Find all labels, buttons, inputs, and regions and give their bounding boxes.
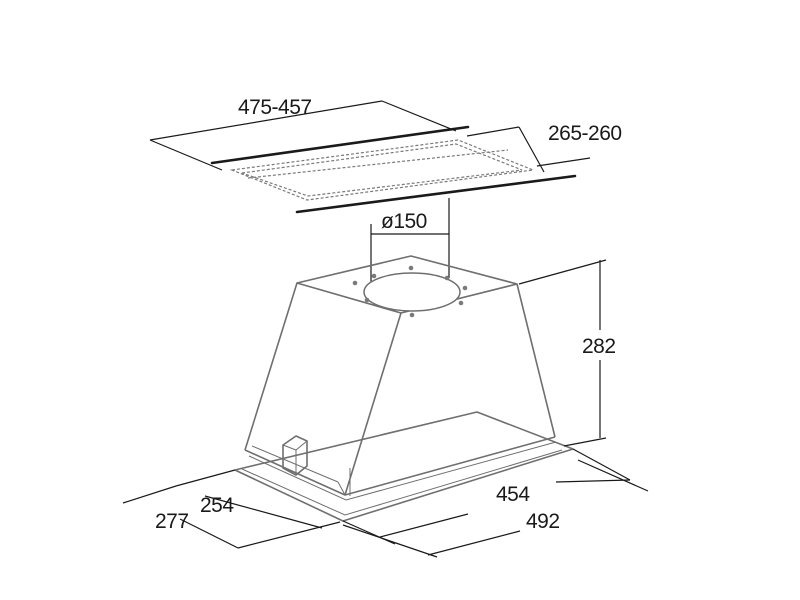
- label-inner-depth: 254: [200, 494, 234, 517]
- dimension-line-277: [179, 518, 239, 549]
- label-duct-diameter: ø150: [381, 210, 427, 233]
- extension-line: [466, 126, 520, 137]
- cutout-outline-inner: [241, 143, 523, 197]
- dimension-depths: 254 277: [122, 469, 341, 549]
- dimension-line-454-right: [555, 479, 631, 483]
- dimension-line-254: [204, 495, 323, 529]
- screw-icon: [408, 265, 414, 271]
- left-plate-line: [251, 445, 339, 483]
- cutout-top-edge: [210, 125, 470, 165]
- dimension-cutout-length: 475-457: [149, 96, 457, 171]
- cutout-inner-line: [247, 149, 509, 179]
- left-edge: [244, 282, 298, 451]
- right-edge: [516, 283, 556, 438]
- extension-line: [572, 448, 631, 481]
- screw-icon: [371, 273, 377, 279]
- dimension-widths: 454 492: [342, 448, 649, 558]
- screw-icon: [444, 275, 450, 281]
- front-edge: [344, 312, 402, 496]
- extension-line: [342, 524, 438, 558]
- dimension-height: 282: [518, 259, 622, 447]
- duct-outlet: [352, 265, 468, 318]
- screw-icon: [352, 280, 358, 286]
- extension-line: [536, 157, 591, 167]
- extension-line: [518, 259, 607, 285]
- screw-icon: [364, 297, 370, 303]
- flange-inner-edge: [241, 449, 563, 516]
- dimension-line-492: [427, 530, 521, 556]
- screw-icon: [462, 285, 468, 291]
- label-height: 282: [582, 335, 616, 358]
- extension-line: [237, 521, 341, 549]
- cutout-outline-outer: [229, 139, 536, 201]
- extension-line: [122, 485, 177, 504]
- duct-hole: [363, 272, 461, 312]
- label-cutout-width: 265-260: [548, 122, 622, 145]
- control-box-shape: [282, 435, 308, 476]
- cutout-bottom-edge: [295, 174, 577, 214]
- extension-line: [175, 469, 236, 487]
- screw-icon: [409, 312, 415, 318]
- label-cutout-length: 475-457: [238, 96, 312, 119]
- extension-line: [563, 437, 607, 447]
- extension-line: [149, 139, 223, 171]
- dimension-line-454: [379, 513, 469, 538]
- dimension-line: [149, 100, 383, 141]
- label-inner-width: 454: [496, 483, 530, 506]
- screw-icon: [458, 300, 464, 306]
- label-outer-width: 492: [526, 510, 560, 533]
- dimension-line: [518, 126, 545, 173]
- ceiling-cutout: [210, 125, 577, 214]
- extension-line: [577, 459, 649, 492]
- extension-line: [381, 100, 457, 132]
- left-plate-corner: [337, 481, 346, 496]
- label-outer-depth: 277: [155, 510, 189, 533]
- dimension-cutout-width: 265-260: [466, 122, 622, 173]
- label-backdrop: [582, 330, 622, 360]
- bottom-rim-inner: [248, 441, 557, 501]
- control-box: [282, 435, 308, 476]
- dimension-duct-diameter: ø150: [370, 198, 450, 286]
